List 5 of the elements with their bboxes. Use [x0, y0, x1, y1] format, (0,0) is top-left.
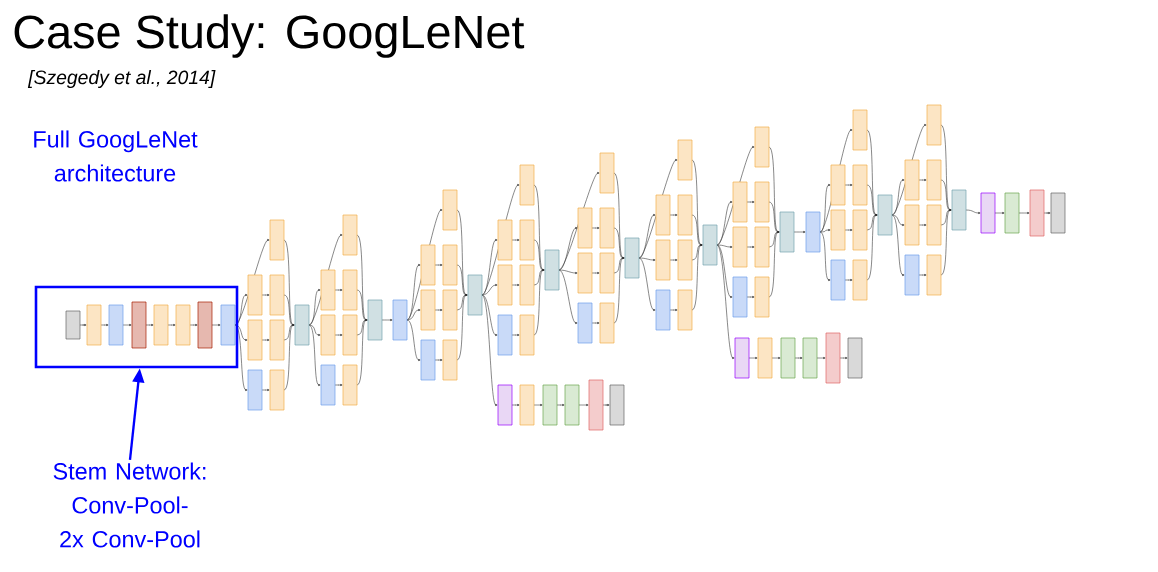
selection-box: [34, 285, 239, 369]
caption-text: Stem Network: Conv-Pool- 2x Conv-Pool: [53, 462, 206, 548]
caption-text: Full GoogLeNet architecture: [34, 130, 198, 182]
citation: [Szegedy et al., 2014]: [27, 70, 216, 88]
title: Case Study: GoogLeNet: [14, 14, 525, 58]
